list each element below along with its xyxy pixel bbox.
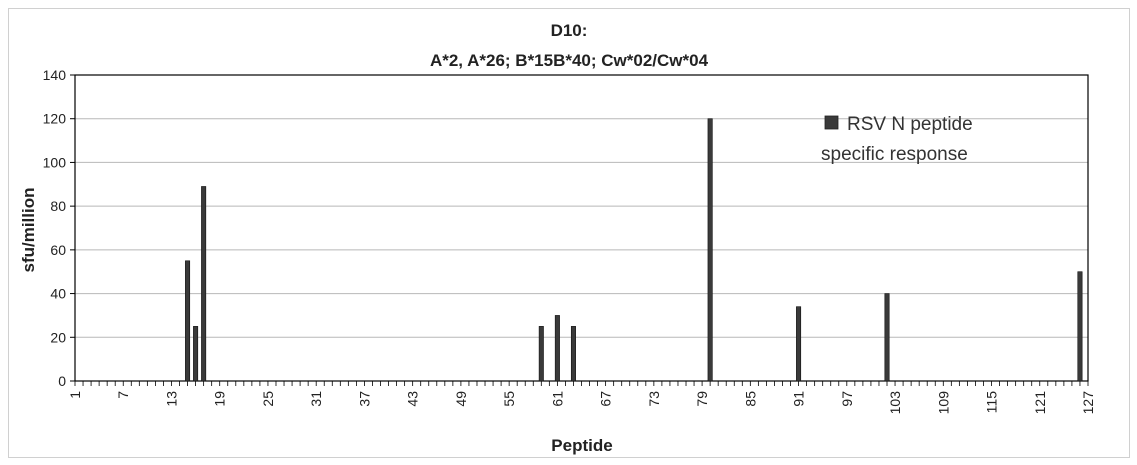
- bar: [538, 326, 544, 382]
- y-tick-label: 20: [50, 329, 66, 345]
- x-tick-label: 13: [163, 391, 179, 407]
- legend-label-line-2: specific response: [821, 144, 968, 165]
- bar: [201, 186, 207, 382]
- legend-label-line-1: RSV N peptide: [847, 114, 973, 135]
- bar: [707, 118, 713, 382]
- x-tick-label: 55: [501, 391, 517, 407]
- y-tick-label: 40: [50, 286, 66, 302]
- y-tick-label: 120: [43, 111, 67, 127]
- x-tick-label: 109: [935, 391, 951, 415]
- x-tick-label: 127: [1080, 391, 1096, 415]
- x-tick-label: 43: [405, 391, 421, 407]
- y-tick-label: 0: [58, 373, 66, 389]
- bar: [796, 306, 802, 382]
- bar: [884, 293, 890, 382]
- bar: [554, 315, 560, 382]
- gridlines: [75, 118, 1088, 338]
- x-axis-label: Peptide: [551, 436, 612, 455]
- x-tick-label: 37: [356, 391, 372, 407]
- x-tick-label: 97: [839, 391, 855, 407]
- x-tick-label: 91: [791, 391, 807, 407]
- x-tick-label: 19: [212, 391, 228, 407]
- y-tick-label: 60: [50, 242, 66, 258]
- x-tick-label: 67: [598, 391, 614, 407]
- x-tick-label: 85: [742, 391, 758, 407]
- bar: [193, 326, 199, 382]
- y-axis-label: sfu/million: [19, 188, 38, 273]
- chart-title-line-2: A*2, A*26; B*15B*40; Cw*02/Cw*04: [430, 51, 709, 70]
- bar: [1077, 271, 1083, 382]
- x-tick-label: 73: [646, 391, 662, 407]
- bar: [570, 326, 576, 382]
- y-tick-label: 80: [50, 198, 66, 214]
- x-tick-label: 7: [115, 391, 131, 399]
- x-tick-label: 121: [1032, 391, 1048, 415]
- y-axis: 0 20 40 60 80 100 120 140: [43, 67, 75, 389]
- x-tick-label: 61: [549, 391, 565, 407]
- y-tick-label: 140: [43, 67, 67, 83]
- chart-frame: [8, 8, 1130, 458]
- y-tick-label: 100: [43, 154, 67, 170]
- x-tick-label: 79: [694, 391, 710, 407]
- x-tick-label: 115: [984, 391, 1000, 414]
- x-tick-label: 31: [308, 391, 324, 407]
- chart-title-line-1: D10:: [551, 21, 588, 40]
- legend-swatch: [824, 115, 839, 130]
- bars: [185, 118, 1083, 382]
- x-tick-label: 103: [887, 391, 903, 415]
- bar: [185, 260, 191, 382]
- x-tick-label: 49: [453, 391, 469, 407]
- x-tick-label: 1: [67, 391, 83, 399]
- x-axis: 1 7 13 19 25 31 37 43 49 55 61 67 73 79 85 91 97 103 109 11…: [67, 381, 1096, 414]
- legend: RSV N peptide specific response: [821, 114, 973, 165]
- x-tick-label: 25: [260, 391, 276, 407]
